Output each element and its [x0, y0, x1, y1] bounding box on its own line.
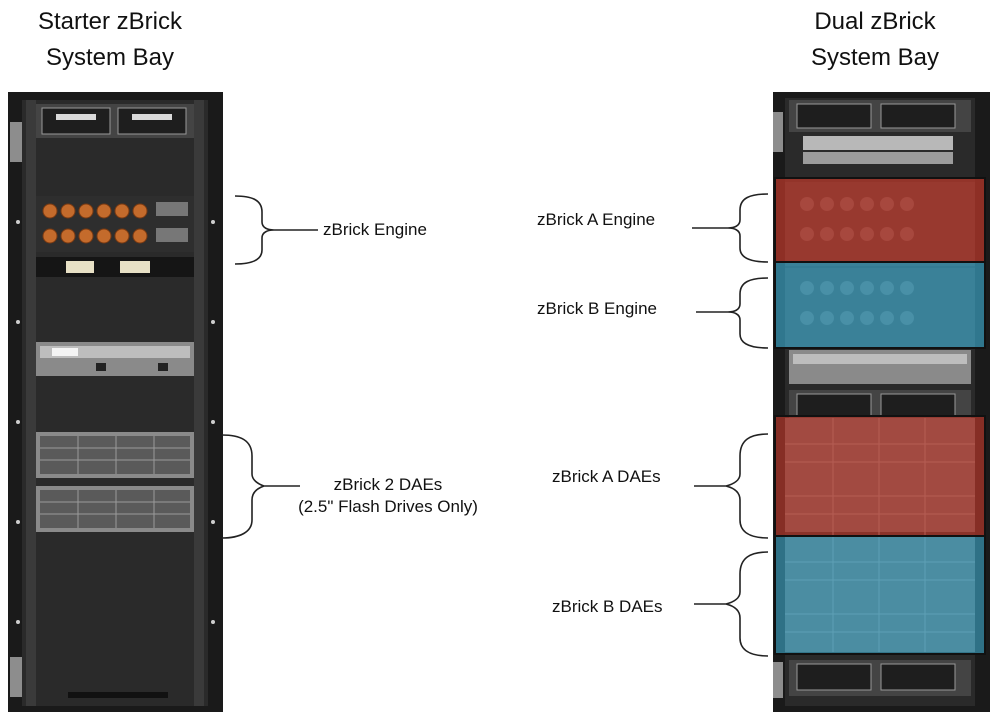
left-bay-title: Starter zBrick System Bay [37, 8, 183, 71]
starter-system-bay-rack [8, 92, 223, 712]
zbrick-2-daes-label-line1: zBrick 2 DAEs [333, 475, 443, 494]
zbrick-engine-brace [234, 195, 318, 265]
zbrick-a-engine-brace [692, 193, 769, 263]
zbrick-engine-label: zBrick Engine [323, 220, 427, 239]
zbrick-2-daes-brace [221, 434, 300, 539]
zbrick-b-engine-brace [696, 277, 769, 349]
zbrick-a-daes-brace [694, 433, 769, 539]
zbrick-b-daes-highlight [774, 535, 986, 655]
zbrick-2-daes-label-line2: (2.5" Flash Drives Only) [298, 497, 478, 516]
zbrick-a-engine-label: zBrick A Engine [537, 210, 656, 229]
zbrick-b-engine-label: zBrick B Engine [537, 299, 657, 318]
zbrick-a-engine-highlight [774, 177, 986, 263]
zbrick-a-daes-label: zBrick A DAEs [552, 467, 661, 486]
zbrick-b-daes-brace [694, 551, 769, 657]
zbrick-2-daes-label: zBrick 2 DAEs (2.5" Flash Drives Only) [276, 474, 500, 518]
zbrick-b-daes-label: zBrick B DAEs [552, 597, 663, 616]
right-bay-title: Dual zBrick System Bay [810, 8, 940, 71]
zbrick-b-engine-highlight [774, 261, 986, 349]
zbrick-a-daes-highlight [774, 415, 986, 537]
